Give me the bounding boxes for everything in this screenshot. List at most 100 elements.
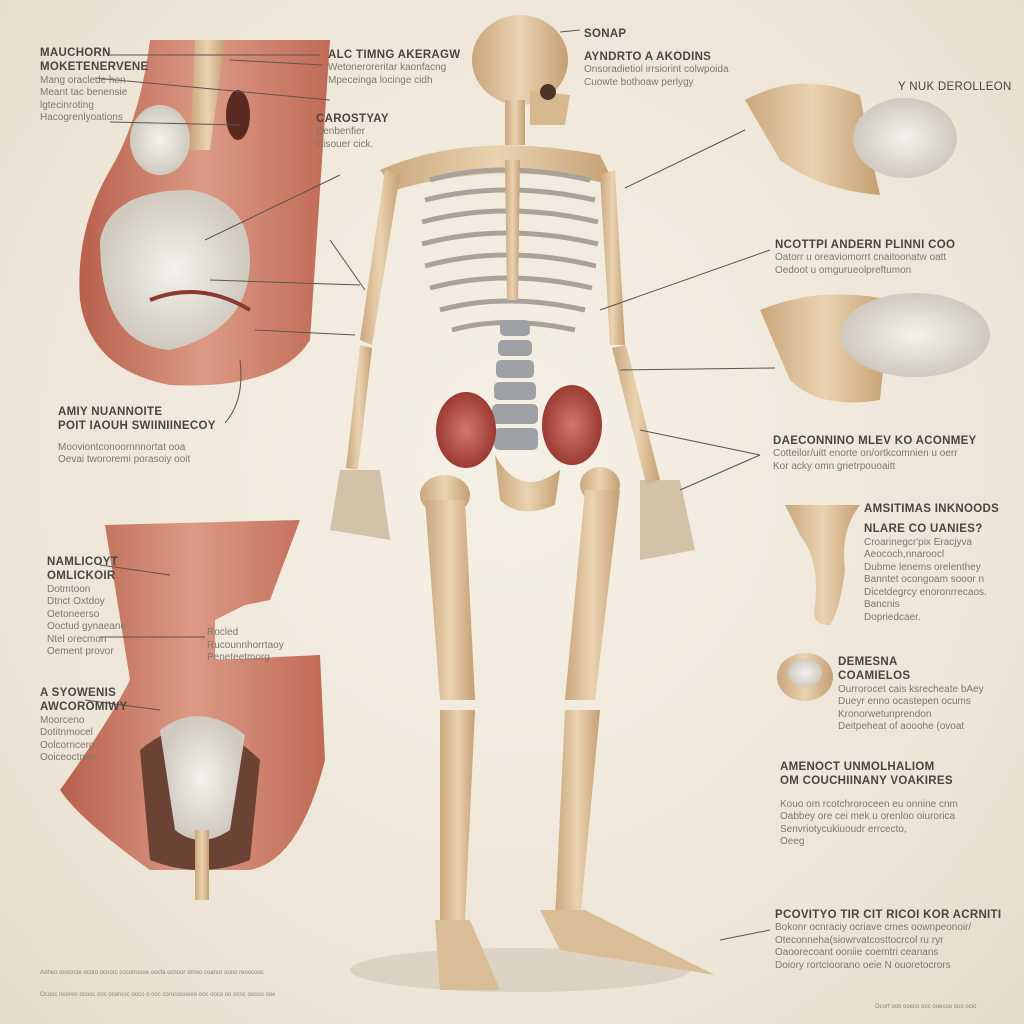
label-carostyay: CAROSTYAY Denbenfier Disouer cick.: [316, 112, 389, 151]
text: Onsoradietiol irrsiorint colwpoida: [584, 64, 729, 76]
pelvis: [495, 455, 560, 512]
heading: NAMLICOYT: [47, 556, 119, 568]
text: Croarinegcr'pix Eracjyva: [864, 536, 973, 548]
text: Oeeg: [780, 836, 805, 848]
text: Dicetdegrcy enoronrrecaos.: [864, 586, 987, 598]
text: Moorceno: [40, 714, 85, 726]
heading: POIT IAOUH SWIINIINECOY: [58, 420, 216, 433]
heading: AMIY NUANNOITE: [58, 406, 163, 418]
text: Dotitnmocel: [40, 727, 93, 739]
text: Oaoorecoant ooniie coemtri ceanans: [775, 947, 939, 959]
label-top-left: MAUCHORN MOKETENERVENE Mang oraclede hen…: [40, 46, 148, 125]
heading: NLARE CO UANIES?: [864, 523, 983, 536]
text: Oevai twororemi porasoiy ooit: [58, 454, 191, 466]
text: Kouo om rcotchroroceen eu onnine cnm: [780, 798, 958, 810]
kidney-left: [436, 392, 496, 468]
text: Oteconneha(siowrvatcosttocrcol ru ryr: [775, 934, 944, 946]
text: Oedoot u omgurueolpreftumon: [775, 264, 912, 276]
label-top-right: AYNDRTO A AKODINS Onsoradietiol irrsiori…: [584, 50, 729, 89]
label-right-3: AMSITIMAS INKNOODS NLARE CO UANIES? Croa…: [864, 502, 999, 624]
text: Kor acky omn grietrpouoaitt: [773, 460, 896, 472]
heading: OM COUCHIINANY VOAKIRES: [780, 775, 953, 788]
text: Dubme lenems orelenthey: [864, 561, 981, 573]
text: Aeococh,nnaroocl: [864, 549, 945, 561]
heading: A SYOWENIS: [40, 687, 117, 699]
text: Oement provor: [47, 646, 114, 658]
text: Kronorwetunprendon: [838, 708, 932, 720]
text: Ooctud gynaeane: [47, 621, 126, 633]
heading: MAUCHORN: [40, 47, 111, 59]
label-left-mid: AMIY NUANNOITE POIT IAOUH SWIINIINECOY M…: [58, 405, 216, 467]
heading: AMENOCT UNMOLHALIOM: [780, 761, 935, 773]
footnote: Ocooc nooreo ocooc ooc ocerooc ooco o oo…: [40, 991, 276, 998]
right-foot: [540, 910, 715, 975]
heading: SONAP: [584, 28, 627, 40]
heading: CAROSTYAY: [316, 113, 389, 125]
text: Dueyr enno ocastepen ocums: [838, 696, 971, 708]
label-top-center: ALC TIMNG AKERAGW Wetoneroreritar kaonfa…: [328, 48, 460, 87]
heading: ALC TIMNG AKERAGW: [328, 49, 461, 61]
text: Ooiceoctnon: [40, 752, 97, 764]
hip-joint-cross-section: [79, 40, 330, 386]
label-right-6: PCOVITYO TIR CIT RICOI KOR ACRNITI Bokon…: [775, 908, 1001, 972]
text: Senvriotycukiuoudr errcecto,: [780, 823, 907, 835]
ilium-bone: [777, 505, 860, 701]
right-femur: [565, 490, 620, 700]
heading: COAMIELOS: [838, 670, 911, 683]
text: Meant tac benensie: [40, 87, 128, 99]
label-right-1: NCOTTPI ANDERN PLINNI COO Oatorr u oreav…: [775, 238, 955, 277]
text: Oetoneerso: [47, 608, 100, 620]
text: Mang oraclede hen: [40, 74, 126, 86]
spine: [492, 320, 538, 450]
left-femur: [425, 500, 475, 700]
text: Disouer cick.: [316, 138, 374, 150]
text: Cuowte bothoaw perlygy: [584, 76, 694, 88]
text: Dopriedcaer.: [864, 611, 921, 623]
heading: Rocled: [207, 627, 239, 638]
heading: NCOTTPI ANDERN PLINNI COO: [775, 239, 956, 251]
right-hand: [640, 480, 695, 560]
text: Ntel orecmon: [47, 633, 107, 645]
right-tibia: [555, 710, 600, 920]
label-skull: SONAP: [584, 27, 626, 41]
left-foot: [435, 920, 500, 990]
text: Cotteilor/uitt enorte on/ortkcomnien u o…: [773, 448, 958, 460]
text: Oabbey ore cei mek u orenloo oiurorica: [780, 811, 956, 823]
text: Ourrorocet cais ksrecheate bAey: [838, 683, 984, 695]
kidney-right: [542, 385, 602, 465]
heading: Y NUK DEROLLEON: [898, 81, 1012, 93]
heading: MOKETENERVENE: [40, 61, 149, 74]
label-right-4: DEMESNA COAMIELOS Ourrorocet cais ksrech…: [838, 655, 984, 734]
skeleton: [330, 15, 715, 992]
vertebra-top: [745, 83, 957, 195]
heading: AWCOROMIWY: [40, 701, 128, 714]
text: Doiory rortcioorano oeie N ouoretocrors: [775, 959, 951, 971]
skull: [472, 15, 568, 105]
label-left-bottom: A SYOWENIS AWCOROMIWY Moorceno Dotitnmoc…: [40, 686, 127, 765]
heading: AYNDRTO A AKODINS: [584, 51, 712, 63]
label-right-5: AMENOCT UNMOLHALIOM OM COUCHIINANY VOAKI…: [780, 760, 958, 849]
label-far-right: Y NUK DEROLLEON: [898, 80, 1012, 94]
heading: PCOVITYO TIR CIT RICOI KOR ACRNITI: [775, 909, 1002, 921]
text: Mooviontconoornnnortat ooa: [58, 441, 186, 453]
footnote: Aoheo onocrcie ocoto ocnorc cocorrosoe o…: [40, 970, 264, 976]
text: Deitpeheat of aooohe (ovoat: [838, 721, 965, 733]
text: lgtecinroting: [40, 99, 94, 111]
label-right-2: DAECONNINO MLEV KO ACONMEY Cotteilor/uit…: [773, 434, 977, 473]
text: Bancnis: [864, 599, 900, 611]
leader-lines: [84, 29, 776, 941]
left-tibia: [440, 710, 475, 920]
text: Rucounnhorrtaoy: [207, 639, 284, 651]
heading: OMLICKOIR: [47, 570, 116, 583]
left-hand: [330, 470, 390, 540]
label-rocled: Rocled Rucounnhorrtaoy Peneteetmorg: [207, 627, 284, 665]
heading: DAECONNINO MLEV KO ACONMEY: [773, 435, 977, 447]
label-left-low: NAMLICOYT OMLICKOIR Dotmtoon Dtnct Oxtdo…: [47, 555, 126, 659]
text: Wetoneroreritar kaonfacng: [328, 62, 447, 74]
shadow: [350, 948, 690, 992]
sternum: [505, 160, 520, 300]
pelvic-muscle-illustration: [60, 520, 325, 900]
text: Hacogrenlyoations: [40, 112, 123, 124]
text: Oolcorncero: [40, 739, 95, 751]
